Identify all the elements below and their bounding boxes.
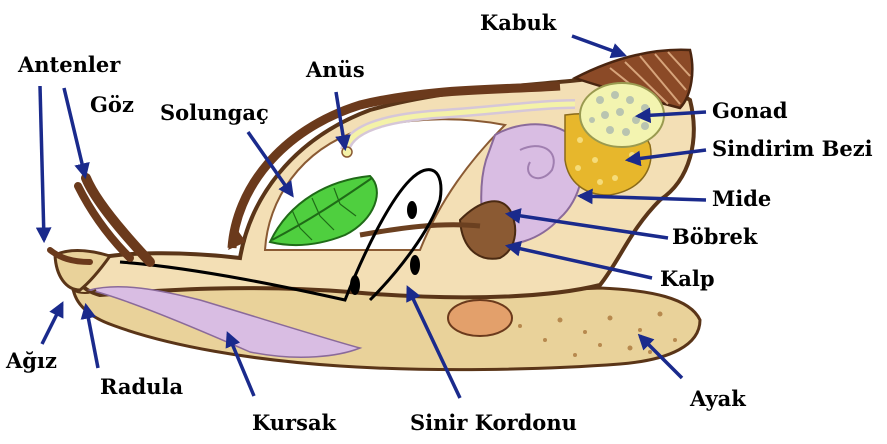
label-antenler: Antenler [17,52,121,77]
label-mide: Mide [712,186,771,211]
label-kabuk: Kabuk [480,10,557,35]
anus-opening [342,147,352,157]
label-radula: Radula [100,374,183,399]
ganglion [410,255,420,275]
label-kalp: Kalp [660,266,715,291]
label-bobrek: Böbrek [672,224,758,249]
label-kursak: Kursak [252,410,337,435]
label-gonad: Gonad [712,98,788,123]
label-ayak: Ayak [689,386,746,411]
label-sinir-kordonu: Sinir Kordonu [410,410,577,435]
ganglion [407,201,417,219]
ganglion [350,275,360,295]
snail-illustration [50,50,700,370]
label-goz: Göz [90,92,134,117]
label-anus: Anüs [305,57,365,82]
pedal-gland [448,300,512,336]
label-agiz: Ağız [5,348,57,373]
label-solungac: Solungaç [160,100,269,125]
label-sindirim-bezi: Sindirim Bezi [712,136,873,161]
